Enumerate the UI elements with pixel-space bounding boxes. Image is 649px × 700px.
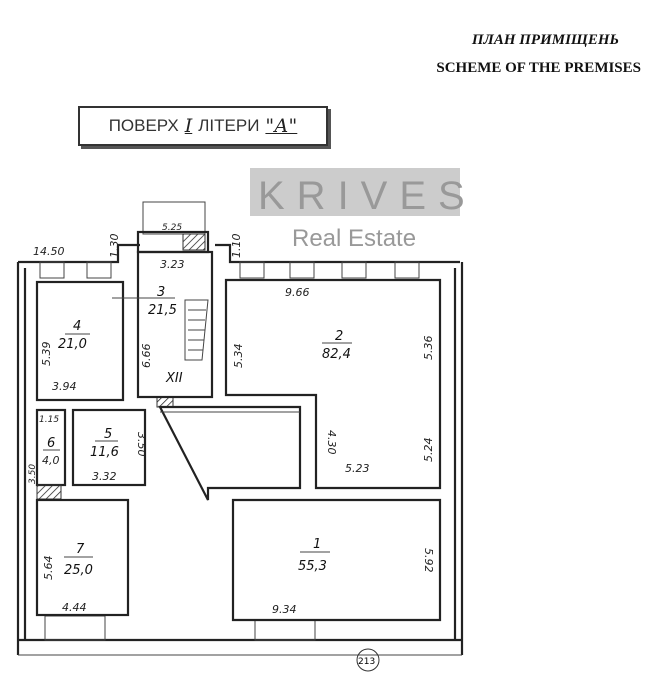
room-number: 4 [73,319,81,334]
plan-title-ua: ПЛАН ПРИМІЩЕНЬ [471,32,619,48]
dimension: 4.30 [325,430,338,455]
dimension: 9.66 [285,286,310,299]
room-number: 5 [104,427,112,442]
room-1-outline [231,498,442,622]
room-3-outline [136,250,214,399]
windows [39,261,420,641]
letter-value: "А" [265,115,298,137]
corridor-outline [158,405,302,501]
dimension: 3.23 [160,258,185,271]
room-number: 3 [157,285,165,300]
dimension: 1.10 [230,234,243,259]
room-area: 55,3 [298,559,327,574]
dimension: 3.50 [135,432,148,457]
floor-value: I [184,115,193,137]
dimension: 5.25 [162,223,182,233]
room-3: 3 21,5 XII [112,285,183,386]
dimension: 9.34 [272,603,297,616]
watermark-sub: Real Estate [292,225,416,252]
room-4: 4 21,0 [58,319,90,352]
room-area: 21,0 [58,337,87,352]
dimension: 5.24 [422,438,435,463]
room-6: 6 4,0 [42,436,60,467]
room-area: 4,0 [42,454,60,467]
dimension: 5.39 [40,342,53,367]
room-4-outline [35,280,125,402]
dimension: 3.94 [52,380,77,393]
room-5: 5 11,6 [90,427,119,460]
outer-walls [16,243,464,656]
room-area: 21,5 [148,303,177,318]
watermark: KRIVES Real Estate [250,168,477,252]
room-7-outline [35,498,130,617]
room-number: 6 [47,436,55,451]
sheet-number-text: 213 [358,657,375,667]
room-area: 11,6 [90,445,119,460]
dimension: 5.36 [422,336,435,361]
plan-title-en: SCHEME OF THE PREMISES [436,60,641,76]
dimension: 5.64 [42,556,55,581]
room-1: 1 55,3 [298,537,330,574]
dimension: 14.50 [33,245,65,258]
room-2: 2 82,4 [322,329,352,362]
room-7: 7 25,0 [64,542,93,578]
floor-stamp: ПОВЕРХ I ЛІТЕРИ "А" [78,106,328,146]
dimension-labels: 14.50 1.30 1.10 5.25 3.23 6.66 5.39 3.94… [28,223,435,616]
dimension: 6.66 [140,344,153,369]
room-number: 2 [335,329,343,344]
stair-label: XII [165,371,183,386]
watermark-brand: KRIVES [258,174,477,218]
room-number: 1 [313,537,321,552]
dimension: 3.32 [92,470,117,483]
room-2-outline [224,278,442,490]
dimension: 4.44 [62,601,87,614]
room-area: 82,4 [322,347,351,362]
room-5-outline [71,408,147,487]
dimension: 3.50 [28,464,38,484]
letter-label: ЛІТЕРИ [198,116,260,135]
dimension: 1.15 [39,415,59,425]
room-area: 25,0 [64,563,93,578]
dimension: 1.30 [108,234,121,259]
dimension: 5.23 [345,462,370,475]
room-number: 7 [76,542,85,557]
dimension: 5.34 [232,344,245,369]
sheet-number: 213 [356,648,380,672]
dimension: 5.92 [422,548,435,573]
floor-label: ПОВЕРХ [108,116,179,135]
